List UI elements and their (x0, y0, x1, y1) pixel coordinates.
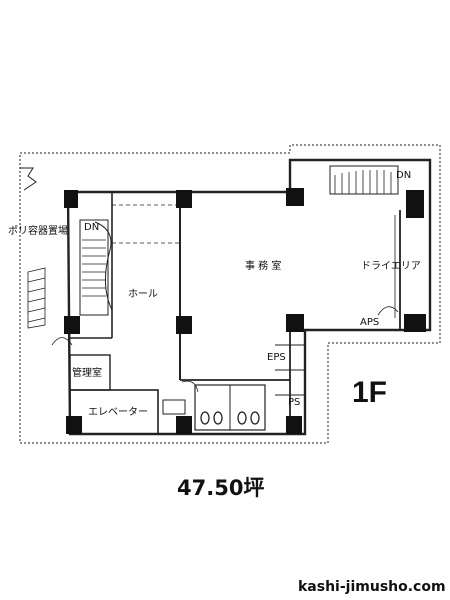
stair-steps-left (82, 239, 106, 297)
label-management: 管理室 (72, 368, 102, 379)
stair-top-right (329, 165, 399, 195)
site-url: kashi-jimusho.com (298, 579, 446, 595)
label-aps: APS (360, 317, 380, 328)
ext-stair (27, 267, 46, 329)
management-room (69, 354, 111, 391)
floor-label: 1F (352, 376, 388, 409)
site-boundary (19, 144, 441, 444)
label-office: 事 務 室 (245, 261, 282, 272)
label-poly-storage: ポリ容器置場 (8, 226, 68, 237)
label-eps: EPS (267, 352, 286, 363)
door-top-left (20, 167, 37, 191)
elevator-shaft (69, 389, 159, 435)
stair-left (79, 219, 109, 316)
label-hall: ホール (128, 289, 158, 300)
label-dry-area: ドライエリア (361, 261, 421, 272)
stair-steps-top (334, 170, 392, 194)
label-dn-left: DN (84, 222, 100, 233)
wall-core (180, 330, 291, 434)
label-ps: PS (288, 397, 301, 408)
area-label: 47.50坪 (177, 476, 265, 500)
label-dn-right: DN (396, 170, 412, 181)
label-elevator: エレベーター (88, 407, 148, 418)
stair-curve-left (94, 221, 113, 311)
columns (64, 188, 426, 434)
